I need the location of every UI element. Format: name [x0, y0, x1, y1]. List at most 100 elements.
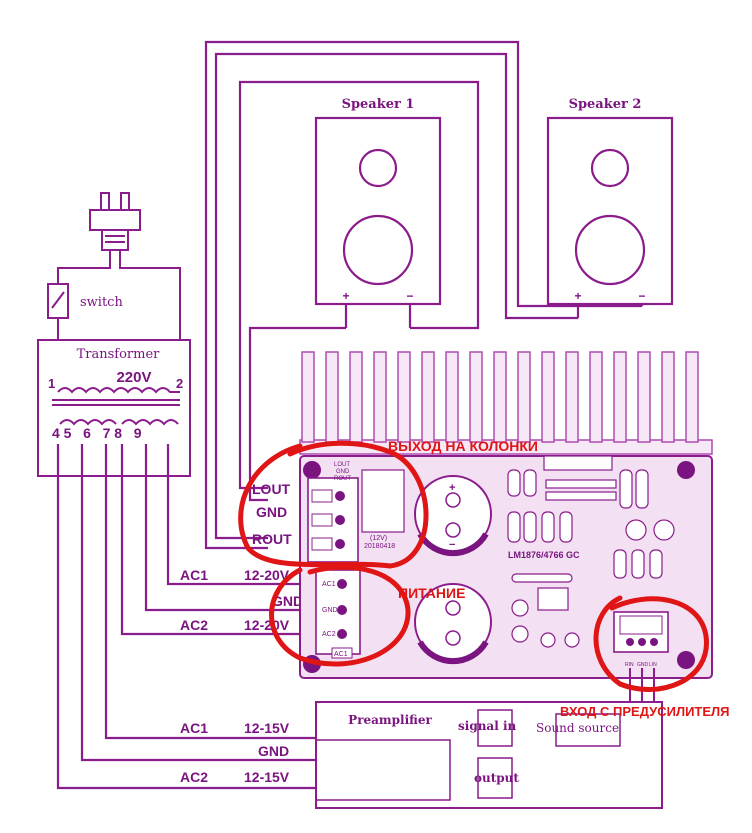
output-port — [477, 757, 513, 799]
preamplifier: Preamplifier signal in output Sound sour… — [315, 701, 663, 809]
signal-in-label: signal in — [458, 719, 517, 733]
heatsink-fin — [541, 351, 555, 443]
preamp-ac1-voltage: 12-15V — [244, 720, 290, 736]
svg-text:AC1: AC1 — [334, 651, 348, 658]
mount-hole-icon — [677, 651, 695, 669]
mount-hole-icon — [303, 461, 321, 479]
red-labels: ВЫХОД НА КОЛОНКИ ПИТАНИЕ ВХОД С ПРЕДУСИЛ… — [388, 438, 730, 719]
heatsink-fin — [685, 351, 699, 443]
heatsink-fin — [661, 351, 675, 443]
board-ac1-label: AC1 — [180, 567, 208, 583]
board-ac1-voltage: 12-20V — [244, 567, 290, 583]
heatsink-fin — [469, 351, 483, 443]
svg-text:LOUT: LOUT — [334, 462, 350, 468]
heatsink-fin — [445, 351, 459, 443]
preamp-label: Preamplifier — [348, 713, 432, 727]
wire-rout-speaker2 — [204, 40, 642, 550]
svg-text:ROUT: ROUT — [334, 476, 351, 482]
signal-in-port — [477, 709, 513, 747]
rout-label: ROUT — [252, 531, 292, 547]
wire-rout-speaker2-inner — [214, 52, 578, 540]
lout-label: LOUT — [252, 481, 291, 497]
secondary-pin-labels: 4 5 6 7 8 9 — [52, 425, 142, 441]
sound-source-label: Sound source — [536, 721, 619, 735]
secondary-coil-2-icon — [121, 419, 179, 426]
annotation-power: ПИТАНИЕ — [398, 585, 465, 601]
tweeter-icon — [358, 148, 398, 188]
red-circles — [238, 440, 709, 692]
heatsink-fin — [493, 351, 507, 443]
heatsink-fin — [325, 351, 339, 443]
input-pin-labels: RIN GND LIN — [625, 662, 657, 668]
speaker-1-plus: + — [342, 289, 349, 303]
svg-text:RIN: RIN — [625, 662, 634, 668]
circle-power — [269, 564, 411, 667]
preamp-ac2-label: AC2 — [180, 769, 208, 785]
annotation-preamp-in: ВХОД С ПРЕДУСИЛИТЕЛЯ — [560, 704, 730, 719]
board-power-labels: AC1 12-20V GND AC2 12-20V — [180, 567, 303, 633]
speaker-2-plus: + — [574, 289, 581, 303]
svg-text:−: − — [449, 539, 455, 551]
speaker-1-label: Speaker 1 — [342, 97, 415, 112]
switch-label: switch — [80, 295, 123, 310]
heatsink-fin — [613, 351, 627, 443]
secondary-coil-1-icon — [59, 419, 117, 426]
wire-gnd-speaker1 — [248, 326, 346, 502]
pin-2-label: 2 — [176, 376, 183, 391]
transformer-label: Transformer — [77, 347, 161, 362]
tweeter-icon — [590, 148, 630, 188]
heatsink-fin — [397, 351, 411, 443]
svg-text:AC1: AC1 — [322, 581, 336, 588]
board-date-text: 20180418 — [364, 543, 395, 550]
heatsink-fin — [517, 351, 531, 443]
board-gnd-label: GND — [272, 593, 303, 609]
primary-coil-icon — [57, 387, 180, 394]
output-terminal-block — [307, 477, 359, 563]
preamp-power-labels: AC1 12-15V GND AC2 12-15V — [180, 720, 290, 785]
preamp-gnd-label: GND — [258, 743, 289, 759]
amplifier-board: LOUT GND ROUT LOUT GND ROUT (12V) 201804… — [252, 455, 713, 679]
svg-text:LIN: LIN — [649, 662, 657, 668]
speaker-1-minus: − — [406, 289, 413, 303]
heatsink-fin — [373, 351, 387, 443]
heatsink-fin — [349, 351, 363, 443]
svg-text:GND: GND — [637, 662, 649, 668]
speaker-wires — [204, 40, 644, 550]
output-label: output — [474, 771, 519, 785]
circle-preamp-in — [593, 595, 709, 692]
mount-hole-icon — [677, 461, 695, 479]
switch-icon: switch — [47, 283, 123, 319]
circle-speaker-out — [238, 440, 429, 569]
svg-text:AC2: AC2 — [322, 631, 336, 638]
preamp-ac2-voltage: 12-15V — [244, 769, 290, 785]
input-connector — [613, 611, 669, 653]
speaker-2: Speaker 2 + − — [546, 97, 674, 306]
power-wires — [56, 444, 316, 790]
wire-lout-speaker1 — [238, 80, 480, 490]
chip-label: LM1876/4766 GC — [508, 550, 580, 560]
speaker-1: Speaker 1 + − — [314, 97, 442, 306]
gnd-out-label: GND — [256, 504, 287, 520]
heatsink-fin — [589, 351, 603, 443]
sound-source — [555, 713, 621, 747]
heatsink-fin — [565, 351, 579, 443]
board-ac2-voltage: 12-20V — [244, 617, 290, 633]
transformer: Transformer 220V 1 2 4 5 6 7 8 9 — [37, 339, 191, 477]
preamp-ac1-label: AC1 — [180, 720, 208, 736]
primary-voltage: 220V — [116, 369, 151, 386]
heatsink-fin — [421, 351, 435, 443]
heatsink — [299, 351, 713, 455]
connector-mini-labels: LOUT GND ROUT — [334, 462, 351, 482]
speaker-2-label: Speaker 2 — [569, 97, 642, 112]
power-pin-labels: AC1 GND AC2 — [322, 581, 338, 638]
speaker-2-minus: − — [638, 289, 645, 303]
svg-text:GND: GND — [322, 607, 338, 614]
pin-1-label: 1 — [48, 376, 55, 391]
woofer-icon — [574, 214, 646, 286]
small-components — [507, 469, 675, 648]
board-voltage-text: (12V) — [370, 535, 387, 542]
chip-icon — [543, 455, 613, 471]
annotation-speakers-out: ВЫХОД НА КОЛОНКИ — [388, 438, 538, 454]
mains-plug-icon — [89, 192, 141, 251]
